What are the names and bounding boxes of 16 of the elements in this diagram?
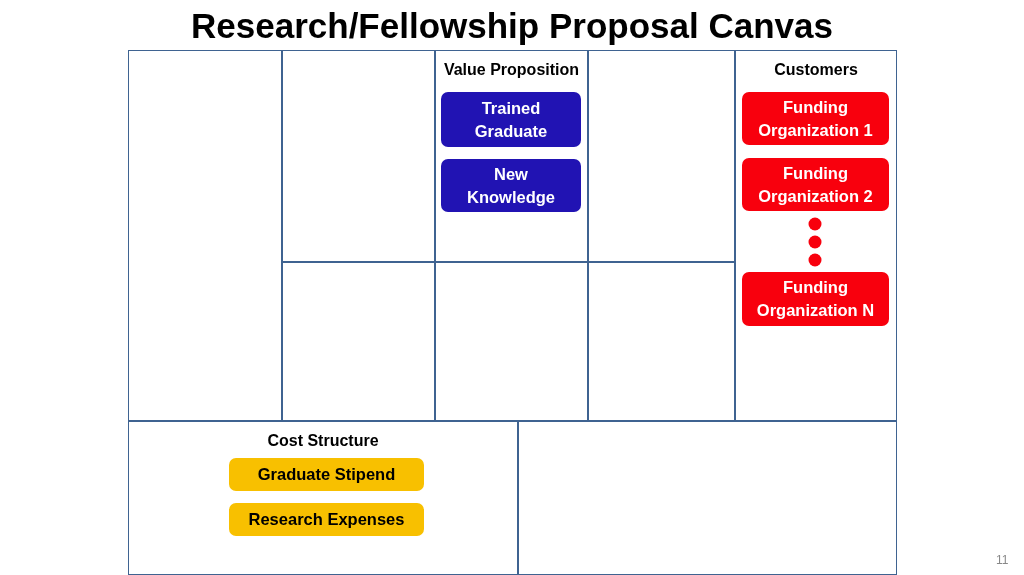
- item-box: Funding Organization 2: [742, 158, 889, 211]
- item-box: Funding Organization N: [742, 272, 889, 326]
- item-box: Funding Organization 1: [742, 92, 889, 145]
- canvas-section: [735, 50, 897, 421]
- section-heading: Customers: [773, 61, 859, 79]
- item-box: Research Expenses: [229, 503, 424, 536]
- item-box: Graduate Stipend: [229, 458, 424, 491]
- canvas-section: [128, 421, 518, 575]
- canvas-section: [435, 50, 588, 262]
- title: Research/Fellowship Proposal Canvas: [190, 6, 834, 46]
- item-box: New Knowledge: [441, 159, 581, 212]
- section-heading: Value Proposition: [442, 61, 581, 79]
- page-number: 11: [996, 553, 1009, 567]
- section-heading: Cost Structure: [266, 432, 380, 450]
- empty-section: [128, 50, 282, 421]
- item-box: Trained Graduate: [441, 92, 581, 147]
